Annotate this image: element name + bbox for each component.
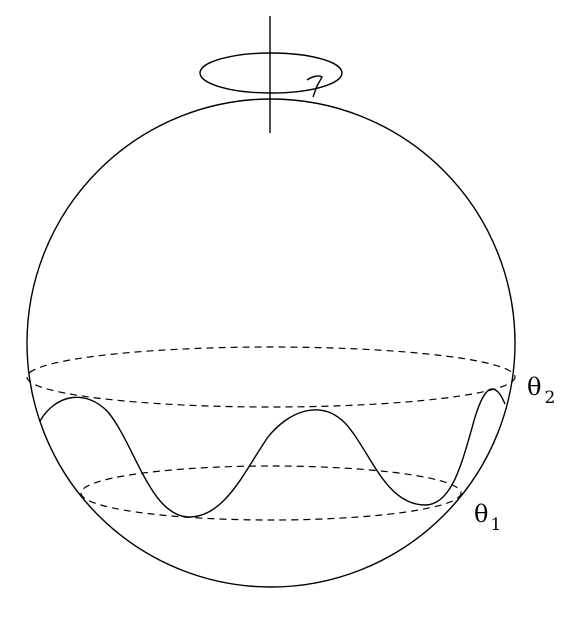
latitude-circle-theta1 <box>80 465 462 521</box>
rotation-arrowhead <box>306 75 323 98</box>
wavy-curve <box>39 388 506 518</box>
theta2-symbol: θ <box>527 373 541 401</box>
rotation-ellipse <box>199 52 343 94</box>
theta1-subscript: 1 <box>490 515 501 535</box>
sphere-outline <box>26 98 516 588</box>
latitude-circle-theta2 <box>26 346 516 408</box>
theta1-symbol: θ <box>474 500 488 528</box>
theta2-subscript: 2 <box>544 388 555 408</box>
